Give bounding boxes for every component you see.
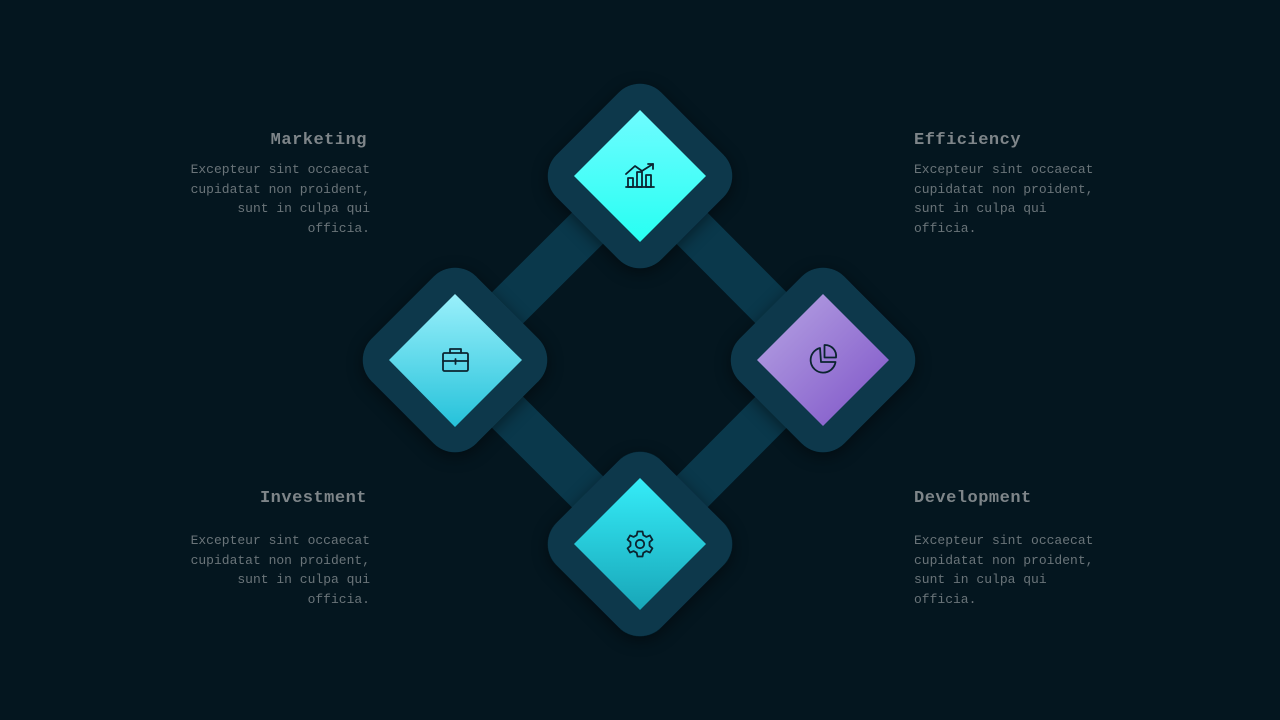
diamond-top xyxy=(574,110,706,242)
marketing-description: Excepteur sint occaecat cupidatat non pr… xyxy=(190,162,370,236)
efficiency-description: Excepteur sint occaecat cupidatat non pr… xyxy=(914,162,1094,236)
briefcase-icon xyxy=(442,348,469,372)
efficiency-title: Efficiency xyxy=(914,131,1022,150)
diamond-bottom xyxy=(574,478,706,610)
diamond-right xyxy=(757,294,889,426)
marketing-title: Marketing xyxy=(270,131,367,150)
investment-description: Excepteur sint occaecat cupidatat non pr… xyxy=(190,533,370,607)
pie-chart-icon xyxy=(809,344,837,374)
development-description: Excepteur sint occaecat cupidatat non pr… xyxy=(914,533,1094,607)
gear-icon xyxy=(626,530,654,558)
investment-title: Investment xyxy=(259,489,367,508)
development-title: Development xyxy=(914,489,1032,508)
bar-chart-icon xyxy=(625,163,655,188)
